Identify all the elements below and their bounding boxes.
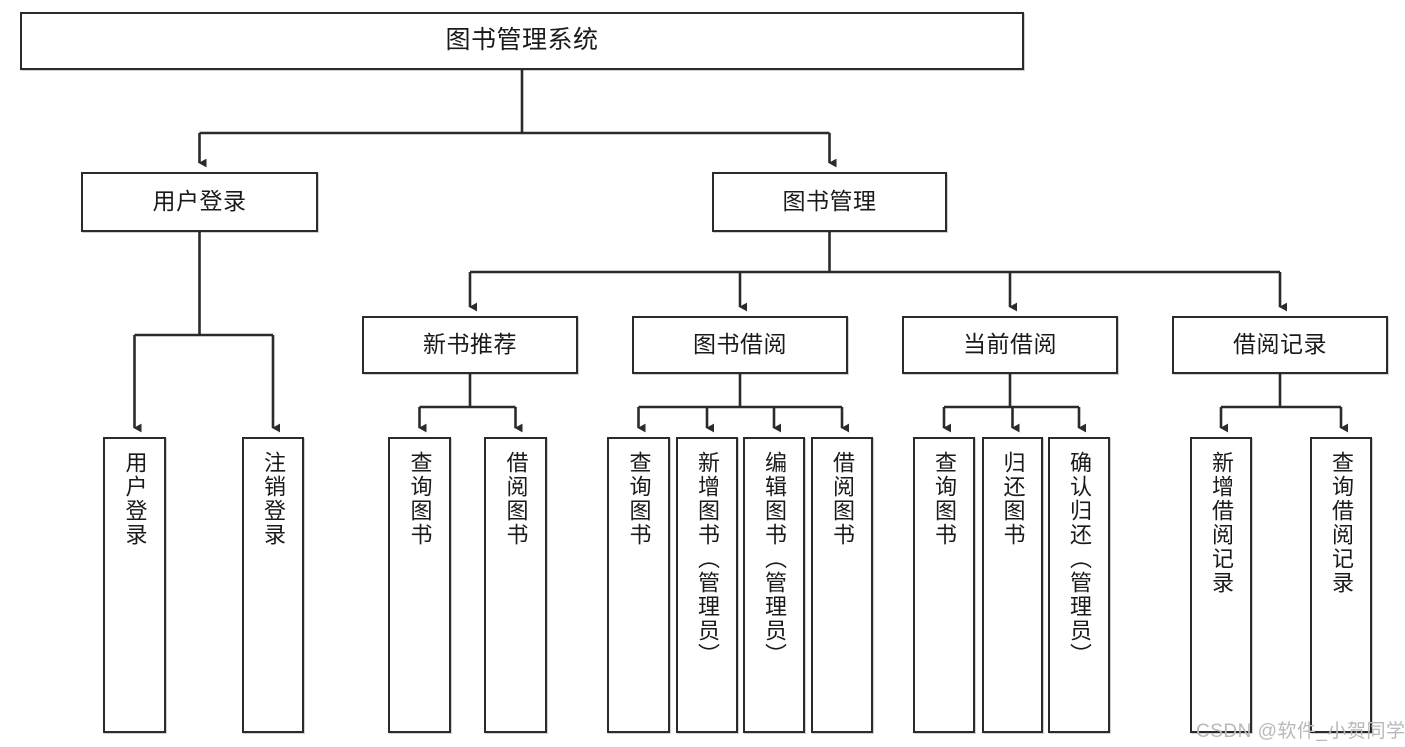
node-label: 注销登录 bbox=[260, 451, 286, 547]
node-leaf-confirm-return[interactable]: 确认归还（管理员） bbox=[1048, 437, 1110, 733]
node-borrow-record[interactable]: 借阅记录 bbox=[1172, 316, 1388, 374]
node-label: 归还图书 bbox=[1000, 451, 1026, 547]
node-leaf-query-book-rec[interactable]: 查询图书 bbox=[388, 437, 451, 733]
node-book-manage[interactable]: 图书管理 bbox=[712, 172, 947, 232]
node-label: 查询借阅记录 bbox=[1328, 451, 1354, 595]
node-label: 新增图书（管理员） bbox=[694, 451, 720, 667]
node-label: 借阅图书 bbox=[503, 451, 529, 547]
node-label: 查询图书 bbox=[407, 451, 433, 547]
node-leaf-return-book[interactable]: 归还图书 bbox=[982, 437, 1043, 733]
node-leaf-borrow-book-rec[interactable]: 借阅图书 bbox=[484, 437, 547, 733]
node-label: 图书借阅 bbox=[693, 331, 787, 358]
node-book-borrow[interactable]: 图书借阅 bbox=[632, 316, 848, 374]
node-label: 新书推荐 bbox=[423, 331, 517, 358]
node-label: 当前借阅 bbox=[963, 331, 1057, 358]
node-label: 查询图书 bbox=[931, 451, 957, 547]
node-label: 编辑图书（管理员） bbox=[761, 451, 787, 667]
node-root[interactable]: 图书管理系统 bbox=[20, 12, 1024, 70]
node-leaf-add-record[interactable]: 新增借阅记录 bbox=[1190, 437, 1252, 733]
node-label: 用户登录 bbox=[152, 188, 247, 215]
node-leaf-edit-book[interactable]: 编辑图书（管理员） bbox=[743, 437, 805, 733]
node-label: 借阅记录 bbox=[1233, 331, 1327, 358]
node-label: 借阅图书 bbox=[829, 451, 855, 547]
node-leaf-user-logout[interactable]: 注销登录 bbox=[242, 437, 304, 733]
node-leaf-borrow-book[interactable]: 借阅图书 bbox=[811, 437, 873, 733]
node-label: 新增借阅记录 bbox=[1208, 451, 1234, 595]
node-label: 查询图书 bbox=[626, 451, 652, 547]
node-user-login[interactable]: 用户登录 bbox=[81, 172, 318, 232]
node-leaf-query-book-cur[interactable]: 查询图书 bbox=[913, 437, 975, 733]
csdn-watermark: CSDN @软件_小贺同学 bbox=[1196, 721, 1405, 742]
node-label: 图书管理系统 bbox=[445, 26, 599, 55]
node-leaf-query-book-borrow[interactable]: 查询图书 bbox=[607, 437, 670, 733]
node-leaf-query-record[interactable]: 查询借阅记录 bbox=[1310, 437, 1372, 733]
node-leaf-add-book[interactable]: 新增图书（管理员） bbox=[676, 437, 738, 733]
node-label: 用户登录 bbox=[122, 451, 148, 547]
node-leaf-user-login[interactable]: 用户登录 bbox=[103, 437, 166, 733]
node-label: 确认归还（管理员） bbox=[1066, 451, 1092, 667]
node-current-borrow[interactable]: 当前借阅 bbox=[902, 316, 1118, 374]
node-new-book-recommend[interactable]: 新书推荐 bbox=[362, 316, 578, 374]
node-label: 图书管理 bbox=[782, 188, 877, 215]
